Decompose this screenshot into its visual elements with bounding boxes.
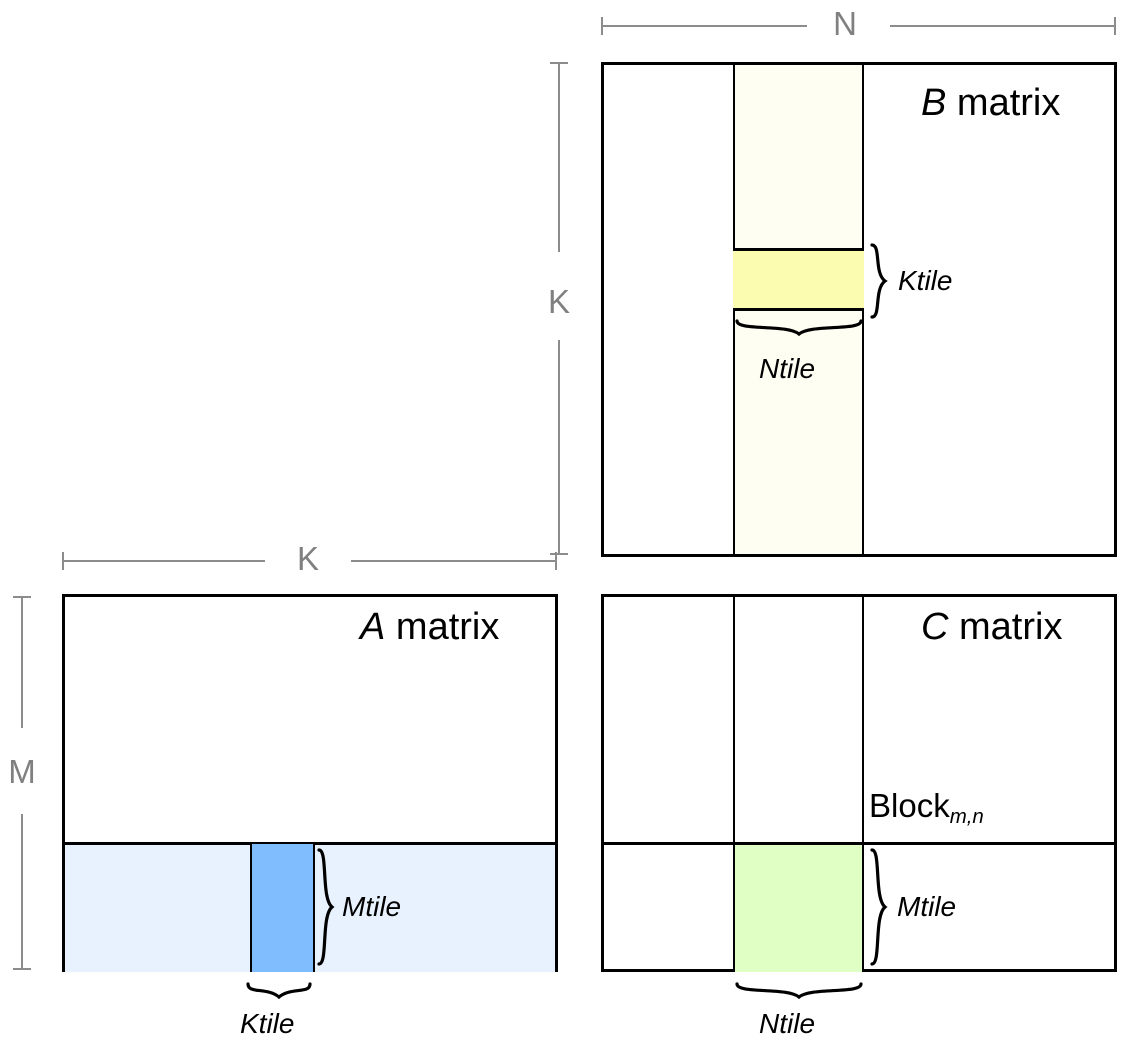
matrix-b-label: B matrix (921, 84, 1060, 122)
dimension-n-right-cap (1114, 17, 1116, 35)
dimension-n-line-left (601, 25, 807, 27)
matrix-c (601, 594, 1117, 972)
matrix-c-tile-line-right (862, 845, 864, 972)
dimension-k-horizontal-line-right (351, 560, 557, 562)
brace-ktile-a (246, 980, 312, 1006)
matrix-a-suffix: matrix (385, 606, 500, 648)
dimension-k-vertical-label: K (547, 283, 570, 320)
matrix-c-grid-line-right (862, 597, 864, 969)
dimension-m-line-top (21, 596, 23, 728)
matrix-c-suffix: matrix (948, 606, 1063, 648)
matrix-c-tile-m-label: Mtile (897, 891, 957, 922)
matrix-a-label: A matrix (360, 608, 499, 646)
matrix-c-tile (733, 845, 864, 972)
dimension-m-line-bottom (21, 814, 23, 970)
matrix-b-name: B (921, 82, 947, 124)
dimension-k-vertical-line-bottom (558, 340, 560, 555)
matrix-a-tile (250, 844, 315, 972)
dimension-m-bottom-cap (13, 968, 31, 970)
matrix-c-block-label-subscript: m,n (949, 805, 984, 829)
dimension-n-label: N (833, 5, 857, 42)
matrix-c-grid-line-row (604, 842, 1114, 845)
dimension-k-vertical-bottom-cap (550, 553, 568, 555)
matrix-a-tile-m-label: Mtile (342, 891, 402, 922)
matrix-a-grid-line-row (65, 842, 555, 845)
matrix-c-name: C (921, 606, 949, 648)
dimension-k-vertical-line-top (558, 62, 560, 252)
matrix-c-block-label: Blockm,n (869, 787, 984, 827)
matrix-c-tile-line-left (733, 845, 735, 972)
matrix-b-tile-n-label: Ntile (759, 353, 816, 384)
matrix-b (601, 62, 1117, 557)
matrix-b-tile-k-label: Ktile (898, 265, 953, 296)
matrix-c-tile-n-label: Ntile (759, 1008, 816, 1039)
dimension-k-horizontal-right-cap (555, 552, 557, 570)
matrix-a (62, 594, 558, 972)
brace-ntile-c (735, 980, 863, 1006)
matrix-a-name: A (360, 606, 386, 648)
dimension-k-horizontal-line-left (62, 560, 265, 562)
matrix-c-grid-line-left (733, 597, 735, 969)
dimension-k-horizontal-label: K (296, 540, 319, 577)
matrix-c-label: C matrix (921, 608, 1062, 646)
dimension-n-line-right (890, 25, 1116, 27)
matrix-b-suffix: matrix (946, 82, 1061, 124)
matrix-c-block-label-base: Block (869, 787, 950, 824)
matrix-b-tile (733, 248, 864, 311)
dimension-m-label: M (8, 753, 36, 790)
matrix-a-tile-k-label: Ktile (240, 1008, 295, 1039)
